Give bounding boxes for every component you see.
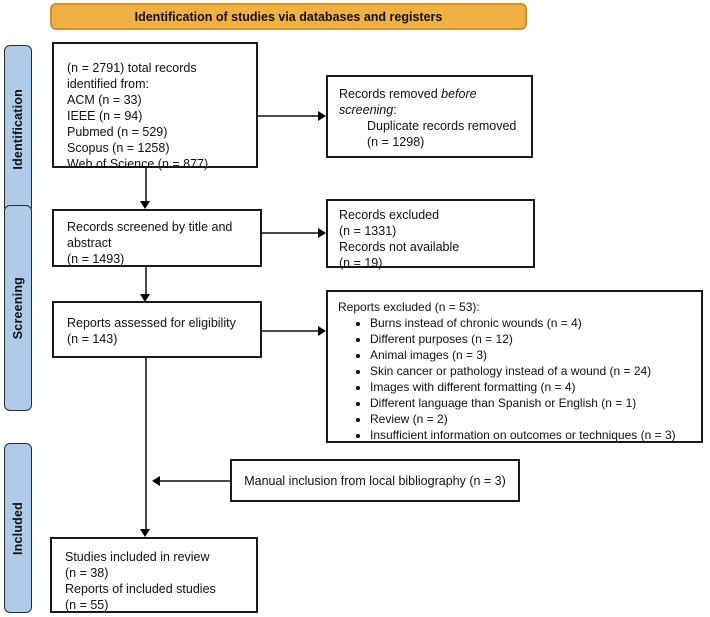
stage-label-identification: Identification: [4, 45, 32, 213]
text-line: Manual inclusion from local bibliography…: [244, 473, 506, 488]
text-line: Reports assessed for eligibility: [67, 316, 236, 330]
text-line: Duplicate records removed (n = 1298): [367, 119, 517, 149]
banner: Identification of studies via databases …: [50, 3, 527, 30]
list-item: Images with different formatting (n = 4): [370, 379, 695, 395]
list-item: Burns instead of chronic wounds (n = 4): [370, 315, 695, 331]
text-line: Pubmed (n = 529): [67, 125, 168, 139]
text-line: Reports excluded (n = 53):: [338, 300, 480, 314]
list-item: Different language than Spanish or Engli…: [370, 395, 695, 411]
arrow-left-icon: [152, 476, 160, 486]
list-item: Review (n = 2): [370, 411, 695, 427]
arrow-right-icon: [318, 228, 326, 238]
text-line: Scopus (n = 1258): [67, 141, 170, 155]
list-item: Skin cancer or pathology instead of a wo…: [370, 363, 695, 379]
arrow-down-icon: [140, 201, 150, 209]
list-item: Insufficient information on outcomes or …: [370, 427, 695, 443]
arrow-assessed-to-excluded-line: [262, 330, 318, 332]
arrow-right-icon: [318, 111, 326, 121]
text-line: Records screened by title and abstract: [67, 220, 233, 250]
text-line: (n = 55): [65, 598, 109, 612]
arrow-screened-to-excluded-line: [262, 232, 318, 234]
box-manual-inclusion: Manual inclusion from local bibliography…: [230, 459, 520, 502]
box-studies-included: Studies included in review (n = 38) Repo…: [50, 537, 258, 613]
stage-label-identification-text: Identification: [11, 88, 25, 170]
text-fragment: :: [393, 103, 397, 117]
text-line: Studies included in review: [65, 550, 210, 564]
arrow-screened-to-assessed-line: [145, 267, 147, 294]
text-line: Records not available: [339, 240, 460, 254]
text-line: (n = 143): [67, 332, 118, 346]
list-item: Animal images (n = 3): [370, 347, 695, 363]
list-item: Different purposes (n = 12): [370, 331, 695, 347]
text-fragment: Records removed: [339, 87, 442, 101]
box-reports-assessed: Reports assessed for eligibility (n = 14…: [52, 301, 262, 358]
arrow-down-icon: [140, 294, 150, 302]
arrow-manual-to-flow-line: [160, 480, 230, 482]
arrow-identified-to-removed-line: [258, 115, 318, 117]
box-records-screened: Records screened by title and abstract (…: [52, 209, 262, 267]
stage-label-screening: Screening: [4, 205, 32, 411]
box-records-removed: Records removed before screening: Duplic…: [326, 75, 533, 158]
stage-label-included: Included: [4, 443, 32, 613]
arrow-identified-to-screened-line: [145, 168, 147, 201]
text-line: (n = 2791) total records identified from…: [67, 61, 197, 91]
text-line: ACM (n = 33): [67, 93, 142, 107]
arrow-assessed-to-included-line: [145, 358, 147, 530]
text-line: (n = 1493): [67, 252, 125, 266]
arrow-down-icon: [140, 529, 150, 537]
text-line: (n = 38): [65, 566, 109, 580]
exclusion-reason-list: Burns instead of chronic wounds (n = 4) …: [338, 315, 695, 443]
arrow-right-icon: [318, 326, 326, 336]
text-line: Records excluded: [339, 208, 440, 222]
text-line: (n = 1331): [339, 224, 397, 238]
text-line: (n = 19): [339, 256, 383, 270]
text-line: Records removed before screening:: [339, 86, 523, 118]
text-fragment-italic: before screening: [339, 87, 477, 117]
banner-label: Identification of studies via databases …: [134, 9, 443, 24]
box-records-excluded: Records excluded (n = 1331) Records not …: [326, 199, 535, 270]
box-reports-excluded: Reports excluded (n = 53): Burns instead…: [326, 290, 703, 443]
stage-label-screening-text: Screening: [11, 276, 25, 340]
text-line: Reports of included studies: [65, 582, 216, 596]
text-line: IEEE (n = 94): [67, 109, 143, 123]
stage-label-included-text: Included: [11, 501, 25, 555]
box-records-identified: (n = 2791) total records identified from…: [52, 42, 258, 171]
text-line: Web of Science (n = 877): [67, 157, 209, 171]
